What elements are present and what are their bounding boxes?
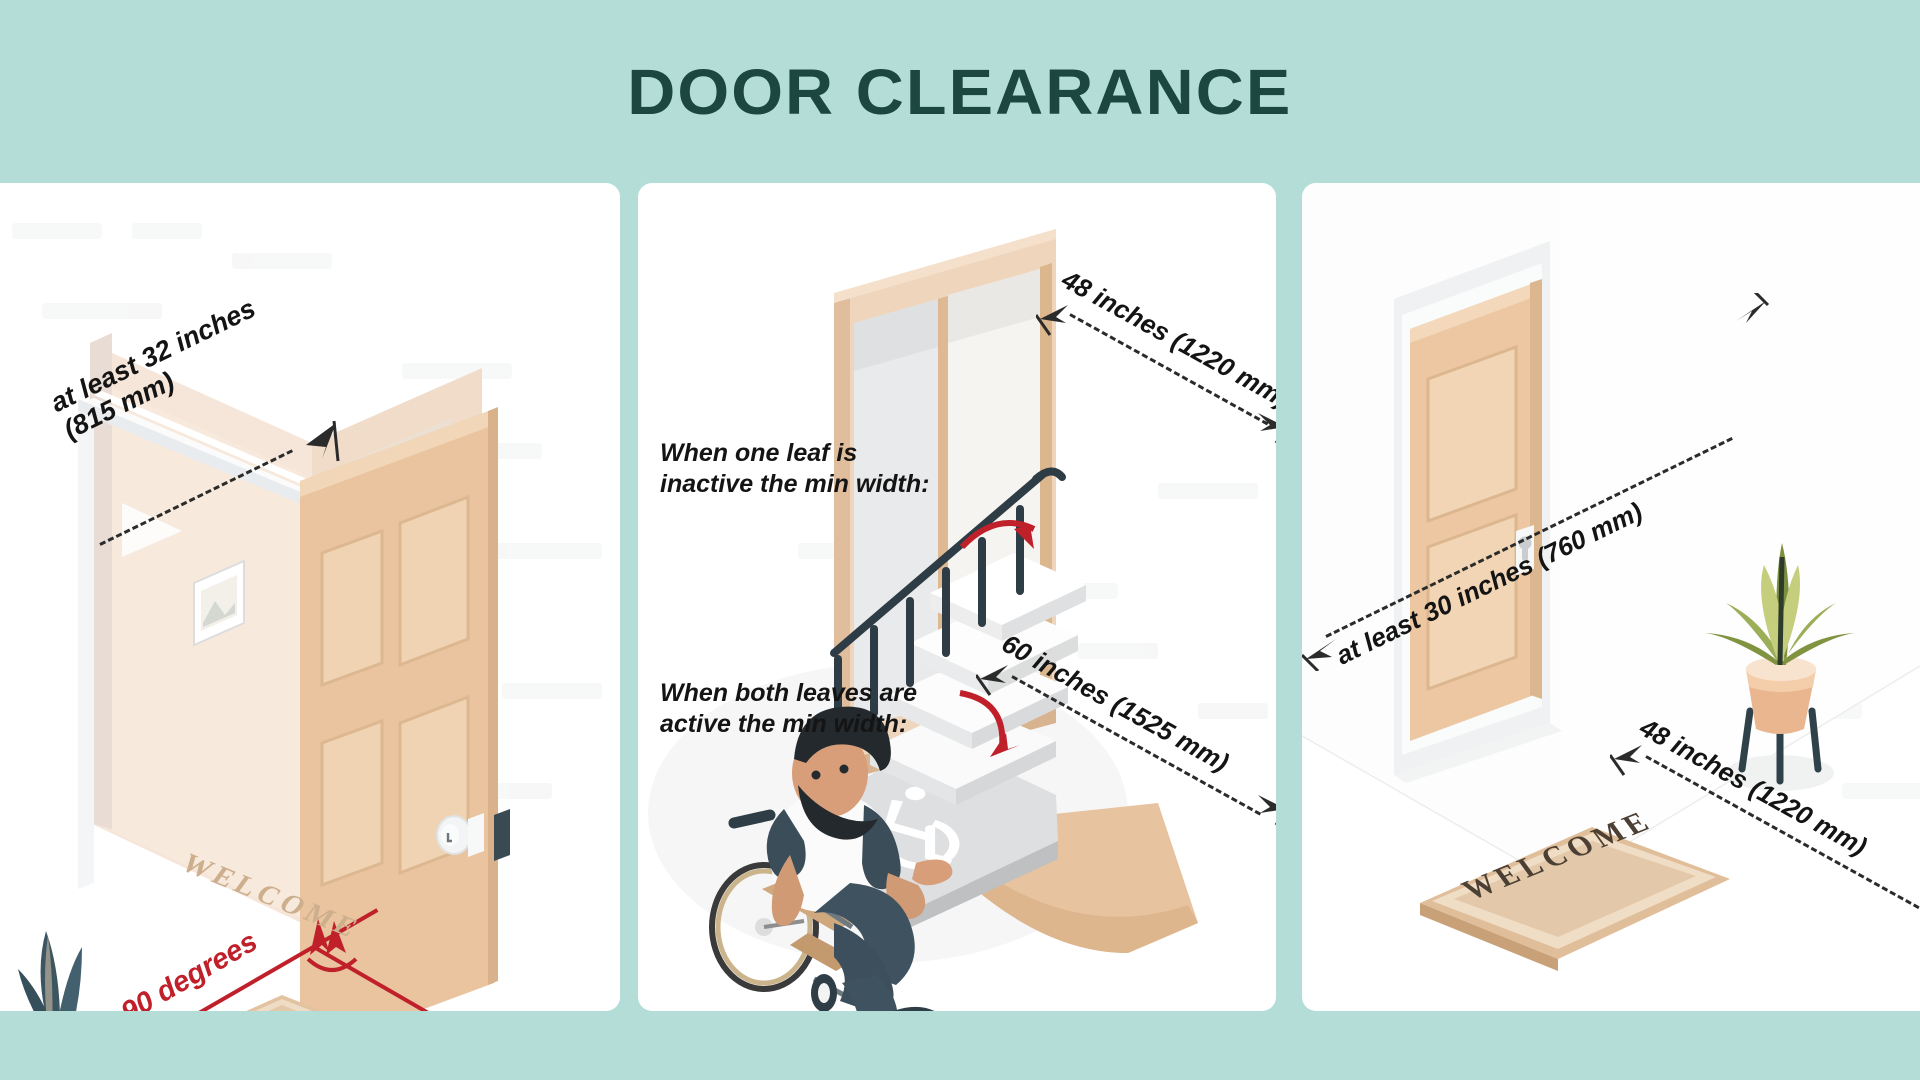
one-leaf-curved-arrow-icon [959,513,1036,550]
approach-width-arrowhead-start [1610,745,1642,776]
one-leaf-inactive-callout: When one leaf is inactive the min width: [660,439,930,498]
panel1-illustration [18,333,620,1011]
header-bar: DOOR CLEARANCE [0,0,1920,183]
both-leaves-curved-arrow-icon [959,690,1020,757]
inactive-leaf-arrowhead-end [1258,413,1276,443]
both-leaves-arrowhead-start [976,665,1008,696]
page-title: DOOR CLEARANCE [627,55,1293,128]
panel2-illustration [648,229,1198,1011]
panel-double-leaf-door-ramp: When one leaf is inactive the min width:… [638,183,1276,1011]
door-width-arrowhead [306,420,340,462]
panel3-illustration [1302,183,1920,971]
both-leaves-arrowhead-end [1258,795,1276,825]
approach-depth-arrowhead-end [1736,293,1770,323]
approach-depth-arrowhead-start [1302,639,1336,671]
panel-single-door-90-degree-swing: at least 32 inches (815 mm) 90 degrees [0,183,620,1011]
both-leaves-active-callout: When both leaves are active the min widt… [660,679,918,738]
inactive-leaf-arrowhead-start [1036,305,1068,336]
panel-door-approach-clearances: at least 30 inches (760 mm) 48 inches (1… [1302,183,1920,1011]
swing-angle-arrowhead-apex [306,919,358,972]
